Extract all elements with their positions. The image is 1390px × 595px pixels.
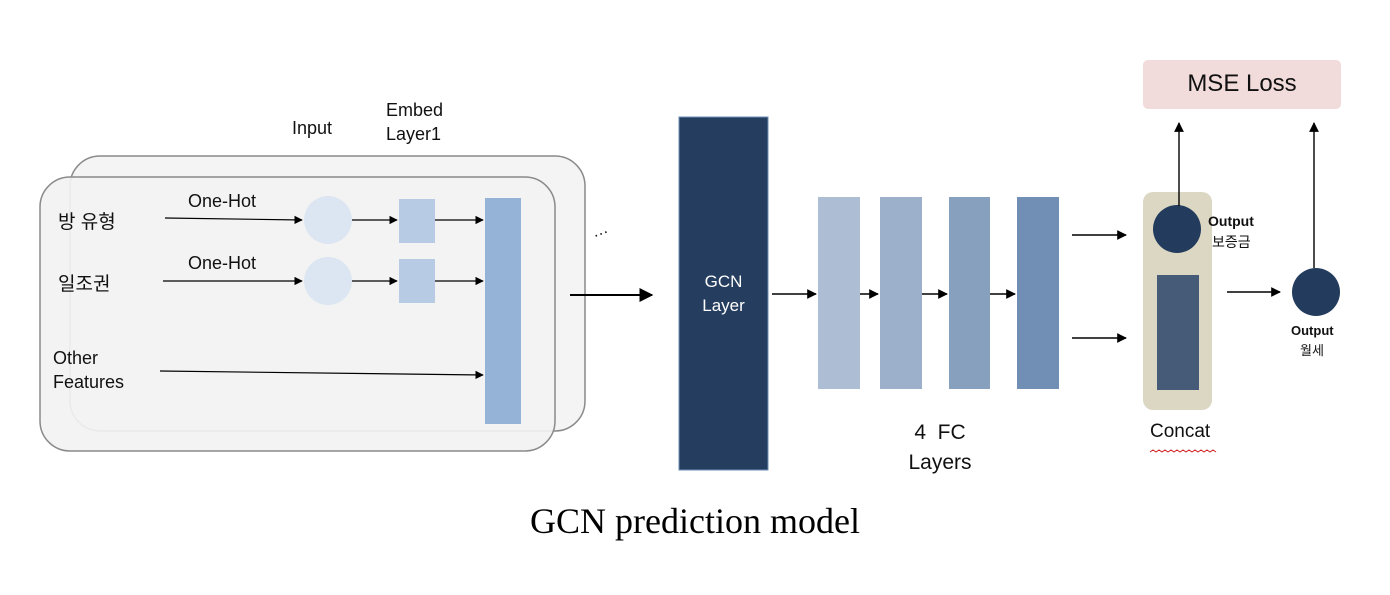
input-panel-front: [39, 176, 556, 452]
output-rent-name: 월세: [1300, 343, 1324, 358]
output-node-deposit: [1153, 205, 1201, 253]
mse-loss-box: [1143, 60, 1341, 109]
other-features-line1: Other: [53, 348, 99, 368]
embed-box-sunlight: [399, 259, 435, 303]
output-rent-title: Output: [1291, 323, 1334, 338]
fc-layer-1: [818, 197, 860, 389]
gcn-layer-block: [678, 116, 769, 471]
embed-box-room-type: [399, 199, 435, 243]
spellcheck-squiggle: [1149, 449, 1217, 453]
arrow-other-to-merge: [159, 370, 484, 380]
gcn-label-line2: Layer: [702, 296, 745, 315]
encoding-label-2: One-Hot: [188, 253, 257, 273]
mse-loss-label: MSE Loss: [1187, 70, 1297, 97]
concat-label: Concat: [1150, 421, 1211, 442]
other-features-line2: Features: [53, 372, 125, 392]
feature-room-type-label: 방 유형: [58, 212, 116, 233]
input-node-sunlight: [304, 257, 352, 305]
gcn-label-line1: GCN: [704, 272, 743, 291]
fc-layer-2: [880, 197, 922, 389]
fc-label-line2: Layers: [908, 451, 972, 474]
fc-layer-3: [949, 197, 990, 389]
output-deposit-title: Output: [1208, 213, 1254, 229]
input-node-room-type: [304, 196, 352, 244]
feature-sunlight-label: 일조권: [58, 274, 111, 295]
fc-label-line1: 4 FC: [914, 421, 966, 444]
output-node-rent: [1292, 268, 1340, 316]
embed-header-line1: Embed: [386, 100, 444, 120]
diagram-caption: GCN prediction model: [530, 501, 860, 541]
merge-bar: [485, 198, 521, 424]
encoding-label-1: One-Hot: [188, 191, 257, 211]
input-header: Input: [292, 118, 333, 138]
arrow-room-type-to-input: [164, 215, 303, 225]
concat-bar: [1157, 275, 1199, 390]
output-deposit-name: 보증금: [1212, 234, 1251, 250]
embed-header-line2: Layer1: [386, 124, 442, 144]
fc-layer-4: [1017, 197, 1059, 389]
